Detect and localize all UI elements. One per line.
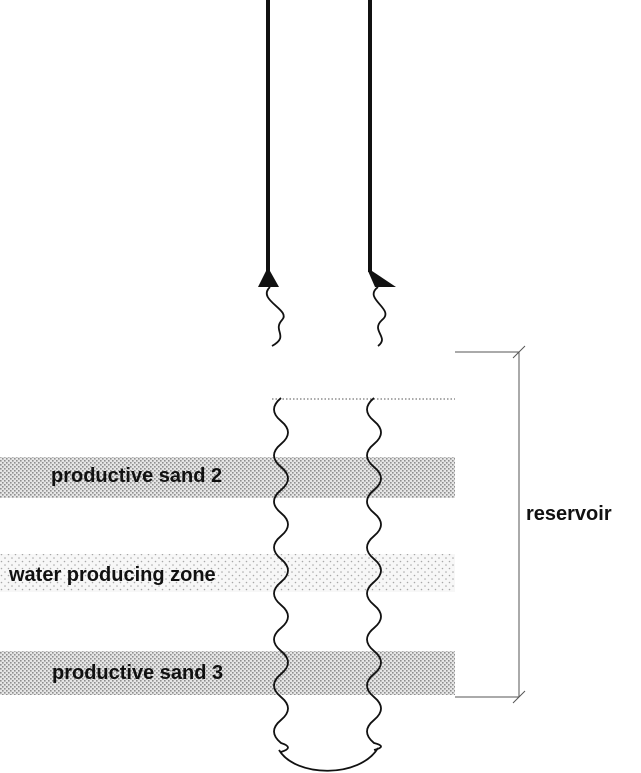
open-hole-wall-left-lower xyxy=(273,397,289,753)
casing-shoe-right xyxy=(368,271,396,287)
label-productive-sand-2: productive sand 2 xyxy=(51,465,223,487)
label-productive-sand-3: productive sand 3 xyxy=(52,662,224,684)
productive-sand-2-band xyxy=(0,457,455,498)
open-hole-wall-right-lower xyxy=(366,397,382,751)
label-water-producing-zone: water producing zone xyxy=(9,564,216,586)
reservoir-bracket xyxy=(455,345,526,704)
label-reservoir: reservoir xyxy=(526,503,612,525)
water-producing-zone-band xyxy=(0,554,455,592)
open-hole-wall-left-upper xyxy=(266,286,285,347)
open-hole-wall-right-upper xyxy=(372,286,387,347)
hole-bottom xyxy=(278,747,379,772)
casing-shoe-left xyxy=(258,271,279,287)
